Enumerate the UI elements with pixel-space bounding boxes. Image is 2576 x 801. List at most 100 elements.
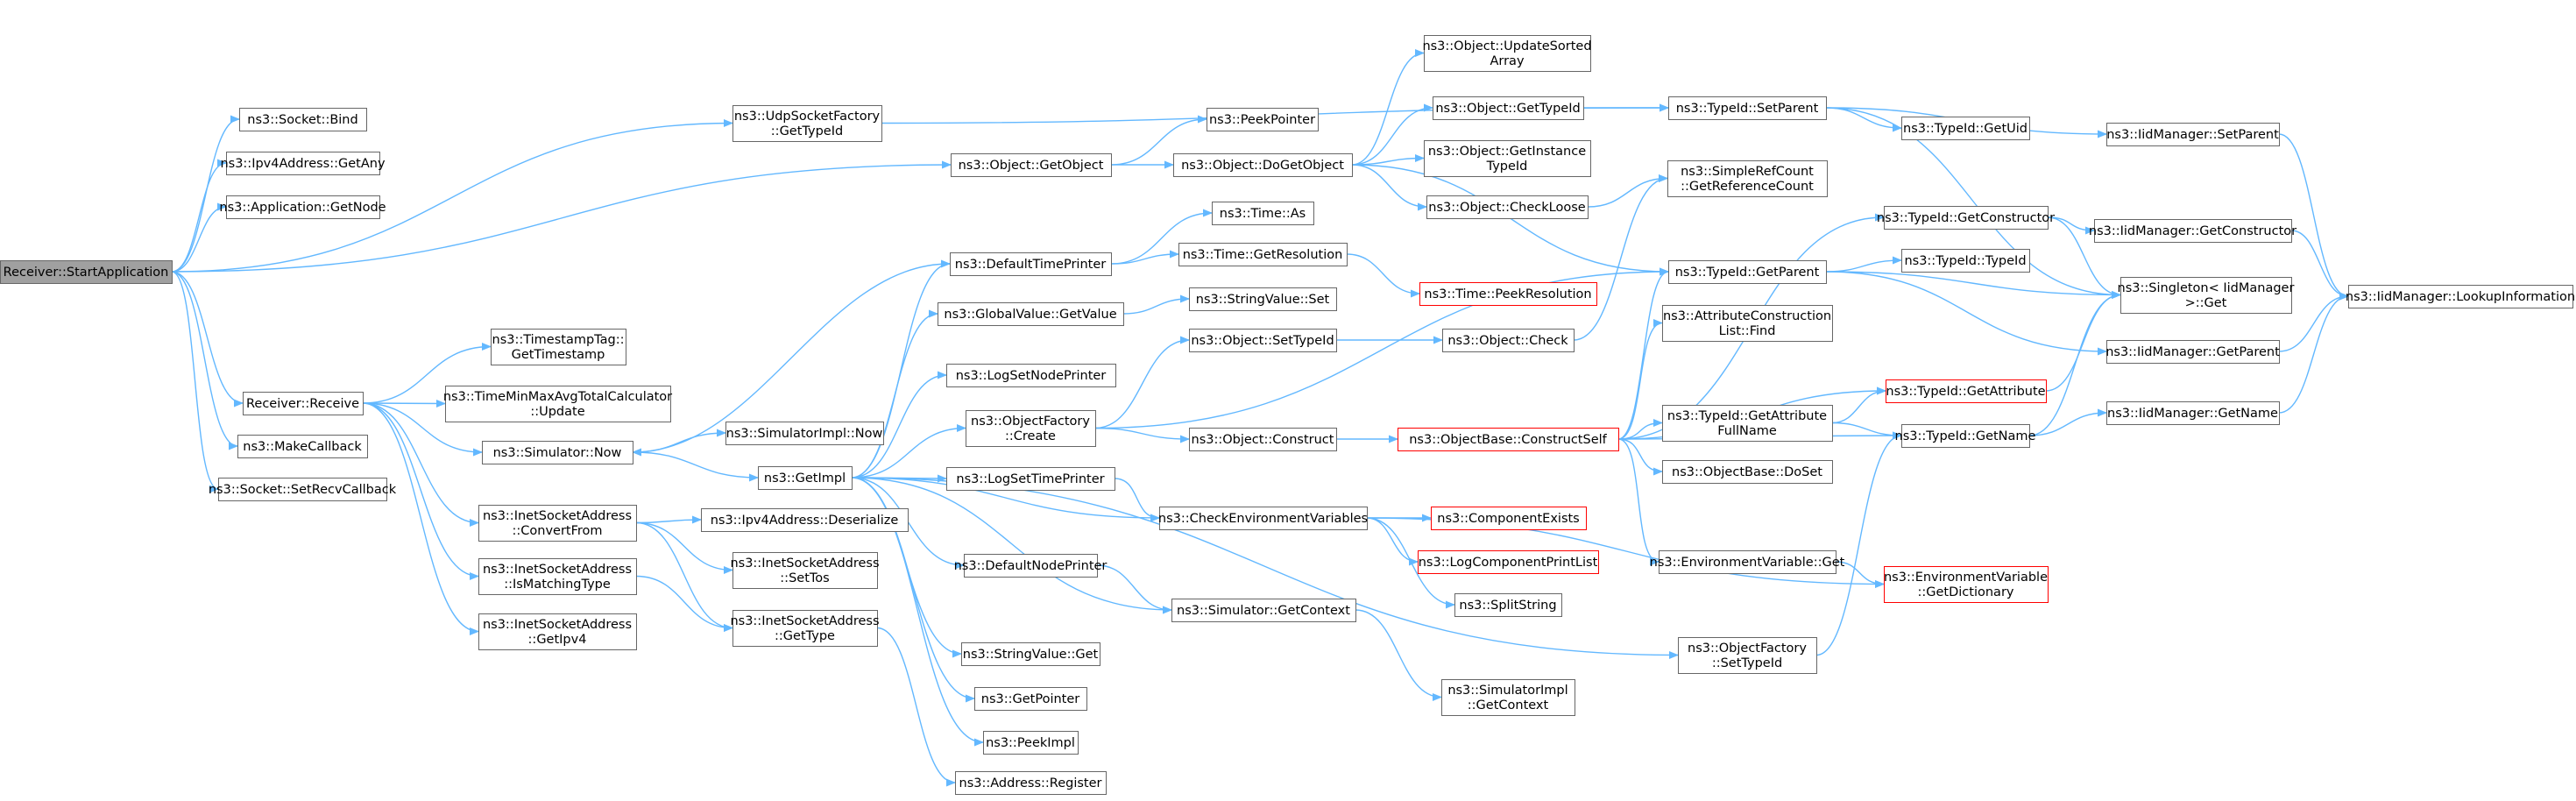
node-lognodeprinter[interactable]: ns3::LogSetNodePrinter	[946, 364, 1116, 387]
node-ismatching[interactable]: ns3::InetSocketAddress::IsMatchingType	[478, 558, 637, 595]
node-label: ::IsMatchingType	[504, 578, 611, 592]
node-defnodeprinter[interactable]: ns3::DefaultNodePrinter	[954, 554, 1108, 578]
edge-path	[1346, 253, 1421, 298]
node-simgetctx[interactable]: ns3::Simulator::GetContext	[1171, 599, 1356, 622]
node-getname[interactable]: ns3::TypeId::GetName	[1895, 424, 2036, 448]
node-timeas[interactable]: ns3::Time::As	[1212, 202, 1314, 225]
node-label: ns3::Simulator::GetContext	[1177, 604, 1350, 618]
node-ofcreate[interactable]: ns3::ObjectFactory::Create	[966, 410, 1096, 447]
edge-path	[635, 575, 734, 632]
node-box	[1886, 379, 2047, 403]
node-label: ns3::Object::UpdateSorted	[1422, 39, 1591, 53]
node-getobject[interactable]: ns3::Object::GetObject	[951, 153, 1112, 177]
node-peekres[interactable]: ns3::Time::PeekResolution	[1419, 282, 1597, 306]
node-getattribute[interactable]: ns3::TypeId::GetAttribute	[1886, 379, 2047, 403]
node-getpointer[interactable]: ns3::GetPointer	[974, 687, 1087, 711]
node-label: ns3::Object::GetTypeId	[1435, 102, 1580, 116]
node-settos[interactable]: ns3::InetSocketAddress::SetTos	[730, 552, 880, 589]
node-singleton[interactable]: ns3::Singleton< IidManager >::Get	[2118, 277, 2295, 314]
node-box	[1398, 428, 1619, 451]
node-simnow[interactable]: ns3::Simulator::Now	[482, 441, 633, 464]
node-objconstruct[interactable]: ns3::Object::Construct	[1189, 428, 1337, 451]
node-label: ::GetDictionary	[1918, 585, 2014, 599]
node-logtimeprinter[interactable]: ns3::LogSetTimePrinter	[946, 467, 1115, 491]
node-ipv4deser[interactable]: ns3::Ipv4Address::Deserialize	[701, 508, 909, 532]
node-bind[interactable]: ns3::Socket::Bind	[239, 108, 367, 131]
node-label: ns3::ObjectFactory	[971, 415, 1090, 429]
node-gvgetvalue[interactable]: ns3::GlobalValue::GetValue	[938, 302, 1124, 326]
node-appgetnode[interactable]: ns3::Application::GetNode	[219, 195, 386, 219]
node-label: ns3::TimestampTag::	[492, 333, 625, 347]
node-getparent[interactable]: ns3::TypeId::GetParent	[1668, 260, 1827, 284]
node-timegetres[interactable]: ns3::Time::GetResolution	[1178, 243, 1348, 266]
edge-convertfrom-to-gettype	[635, 521, 734, 632]
node-compexists[interactable]: ns3::ComponentExists	[1431, 507, 1587, 530]
node-envgetdict[interactable]: ns3::EnvironmentVariable::GetDictionary	[1884, 566, 2049, 603]
node-peekpointer[interactable]: ns3::PeekPointer	[1207, 108, 1319, 131]
node-tstag[interactable]: ns3::TimestampTag::GetTimestamp	[491, 329, 626, 365]
node-setrecvcb[interactable]: ns3::Socket::SetRecvCallback	[209, 478, 397, 501]
node-objcheck[interactable]: ns3::Object::Check	[1442, 329, 1575, 352]
node-defaulttime[interactable]: ns3::DefaultTimePrinter	[950, 252, 1112, 276]
node-label: ns3::Singleton< IidManager	[2118, 281, 2295, 295]
node-iidgetparent[interactable]: ns3::IidManager::GetParent	[2105, 340, 2280, 364]
node-gettype[interactable]: ns3::InetSocketAddress::GetType	[730, 610, 880, 647]
node-box	[946, 467, 1115, 491]
edge-path	[851, 371, 948, 478]
node-lookupinfo[interactable]: ns3::IidManager::LookupInformation	[2346, 285, 2575, 308]
edge-path	[635, 521, 734, 632]
node-ofsettypeid[interactable]: ns3::ObjectFactory::SetTypeId	[1678, 637, 1817, 674]
node-svset[interactable]: ns3::StringValue::Set	[1189, 287, 1337, 311]
node-box	[1884, 566, 2049, 603]
node-envget[interactable]: ns3::EnvironmentVariable::Get	[1650, 550, 1845, 574]
node-doset[interactable]: ns3::ObjectBase::DoSet	[1662, 460, 1833, 484]
node-box	[1659, 550, 1836, 574]
edge-path	[1835, 561, 1886, 588]
node-convertfrom[interactable]: ns3::InetSocketAddress::ConvertFrom	[478, 505, 637, 542]
node-box	[478, 505, 637, 542]
node-minmax[interactable]: ns3::TimeMinMaxAvgTotalCalculator::Updat…	[443, 386, 672, 422]
node-ipv4any[interactable]: ns3::Ipv4Address::GetAny	[220, 152, 386, 175]
node-svget[interactable]: ns3::StringValue::Get	[961, 642, 1100, 666]
node-objgettypeid[interactable]: ns3::Object::GetTypeId	[1433, 96, 1584, 120]
node-box	[1441, 679, 1575, 716]
node-getimpl[interactable]: ns3::GetImpl	[758, 466, 853, 490]
edge-dogetobject-to-updatesorted	[1351, 49, 1426, 166]
node-iidgetname[interactable]: ns3::IidManager::GetName	[2106, 401, 2280, 425]
node-refcount[interactable]: ns3::SimpleRefCount::GetReferenceCount	[1667, 160, 1828, 197]
node-logcomplist[interactable]: ns3::LogComponentPrintList	[1418, 550, 1599, 574]
node-typeidctor[interactable]: ns3::TypeId::TypeId	[1901, 249, 2030, 273]
node-checkloose[interactable]: ns3::Object::CheckLoose	[1426, 195, 1589, 219]
edge-getimpl-to-simgetctx	[851, 477, 1173, 614]
node-getconstructor[interactable]: ns3::TypeId::GetConstructor	[1877, 206, 2055, 230]
node-iidsetparent[interactable]: ns3::IidManager::SetParent	[2106, 123, 2280, 146]
node-simimplnow[interactable]: ns3::SimulatorImpl::Now	[725, 422, 884, 445]
node-iidgetctor[interactable]: ns3::IidManager::GetConstructor	[2089, 219, 2296, 243]
node-peekimpl[interactable]: ns3::PeekImpl	[983, 731, 1079, 755]
node-constructself[interactable]: ns3::ObjectBase::ConstructSelf	[1398, 428, 1619, 451]
node-label: ns3::TypeId::SetParent	[1676, 102, 1819, 116]
node-addrreg[interactable]: ns3::Address::Register	[955, 771, 1107, 795]
node-dogetobject[interactable]: ns3::Object::DoGetObject	[1173, 153, 1353, 177]
node-simimplctx[interactable]: ns3::SimulatorImpl::GetContext	[1441, 679, 1575, 716]
edge-path	[1831, 422, 1903, 440]
node-makecb[interactable]: ns3::MakeCallback	[237, 435, 368, 458]
node-box	[1419, 282, 1597, 306]
node-setparent[interactable]: ns3::TypeId::SetParent	[1668, 96, 1827, 120]
node-receive[interactable]: Receiver::Receive	[243, 392, 364, 415]
node-getipv4[interactable]: ns3::InetSocketAddress::GetIpv4	[478, 613, 637, 650]
node-root[interactable]: Receiver::StartApplication	[0, 260, 173, 284]
node-splitstring[interactable]: ns3::SplitString	[1454, 593, 1562, 617]
node-objsettypeid[interactable]: ns3::Object::SetTypeId	[1189, 329, 1337, 352]
edge-simnow-to-simimplnow	[632, 429, 727, 453]
node-checkenv[interactable]: ns3::CheckEnvironmentVariables	[1158, 507, 1368, 530]
node-getuid[interactable]: ns3::TypeId::GetUid	[1901, 117, 2030, 140]
edge-path	[362, 402, 480, 527]
node-udpfactory[interactable]: ns3::UdpSocketFactory::GetTypeId	[732, 105, 882, 142]
edge-path	[851, 424, 967, 478]
edge-path	[1617, 267, 1670, 440]
